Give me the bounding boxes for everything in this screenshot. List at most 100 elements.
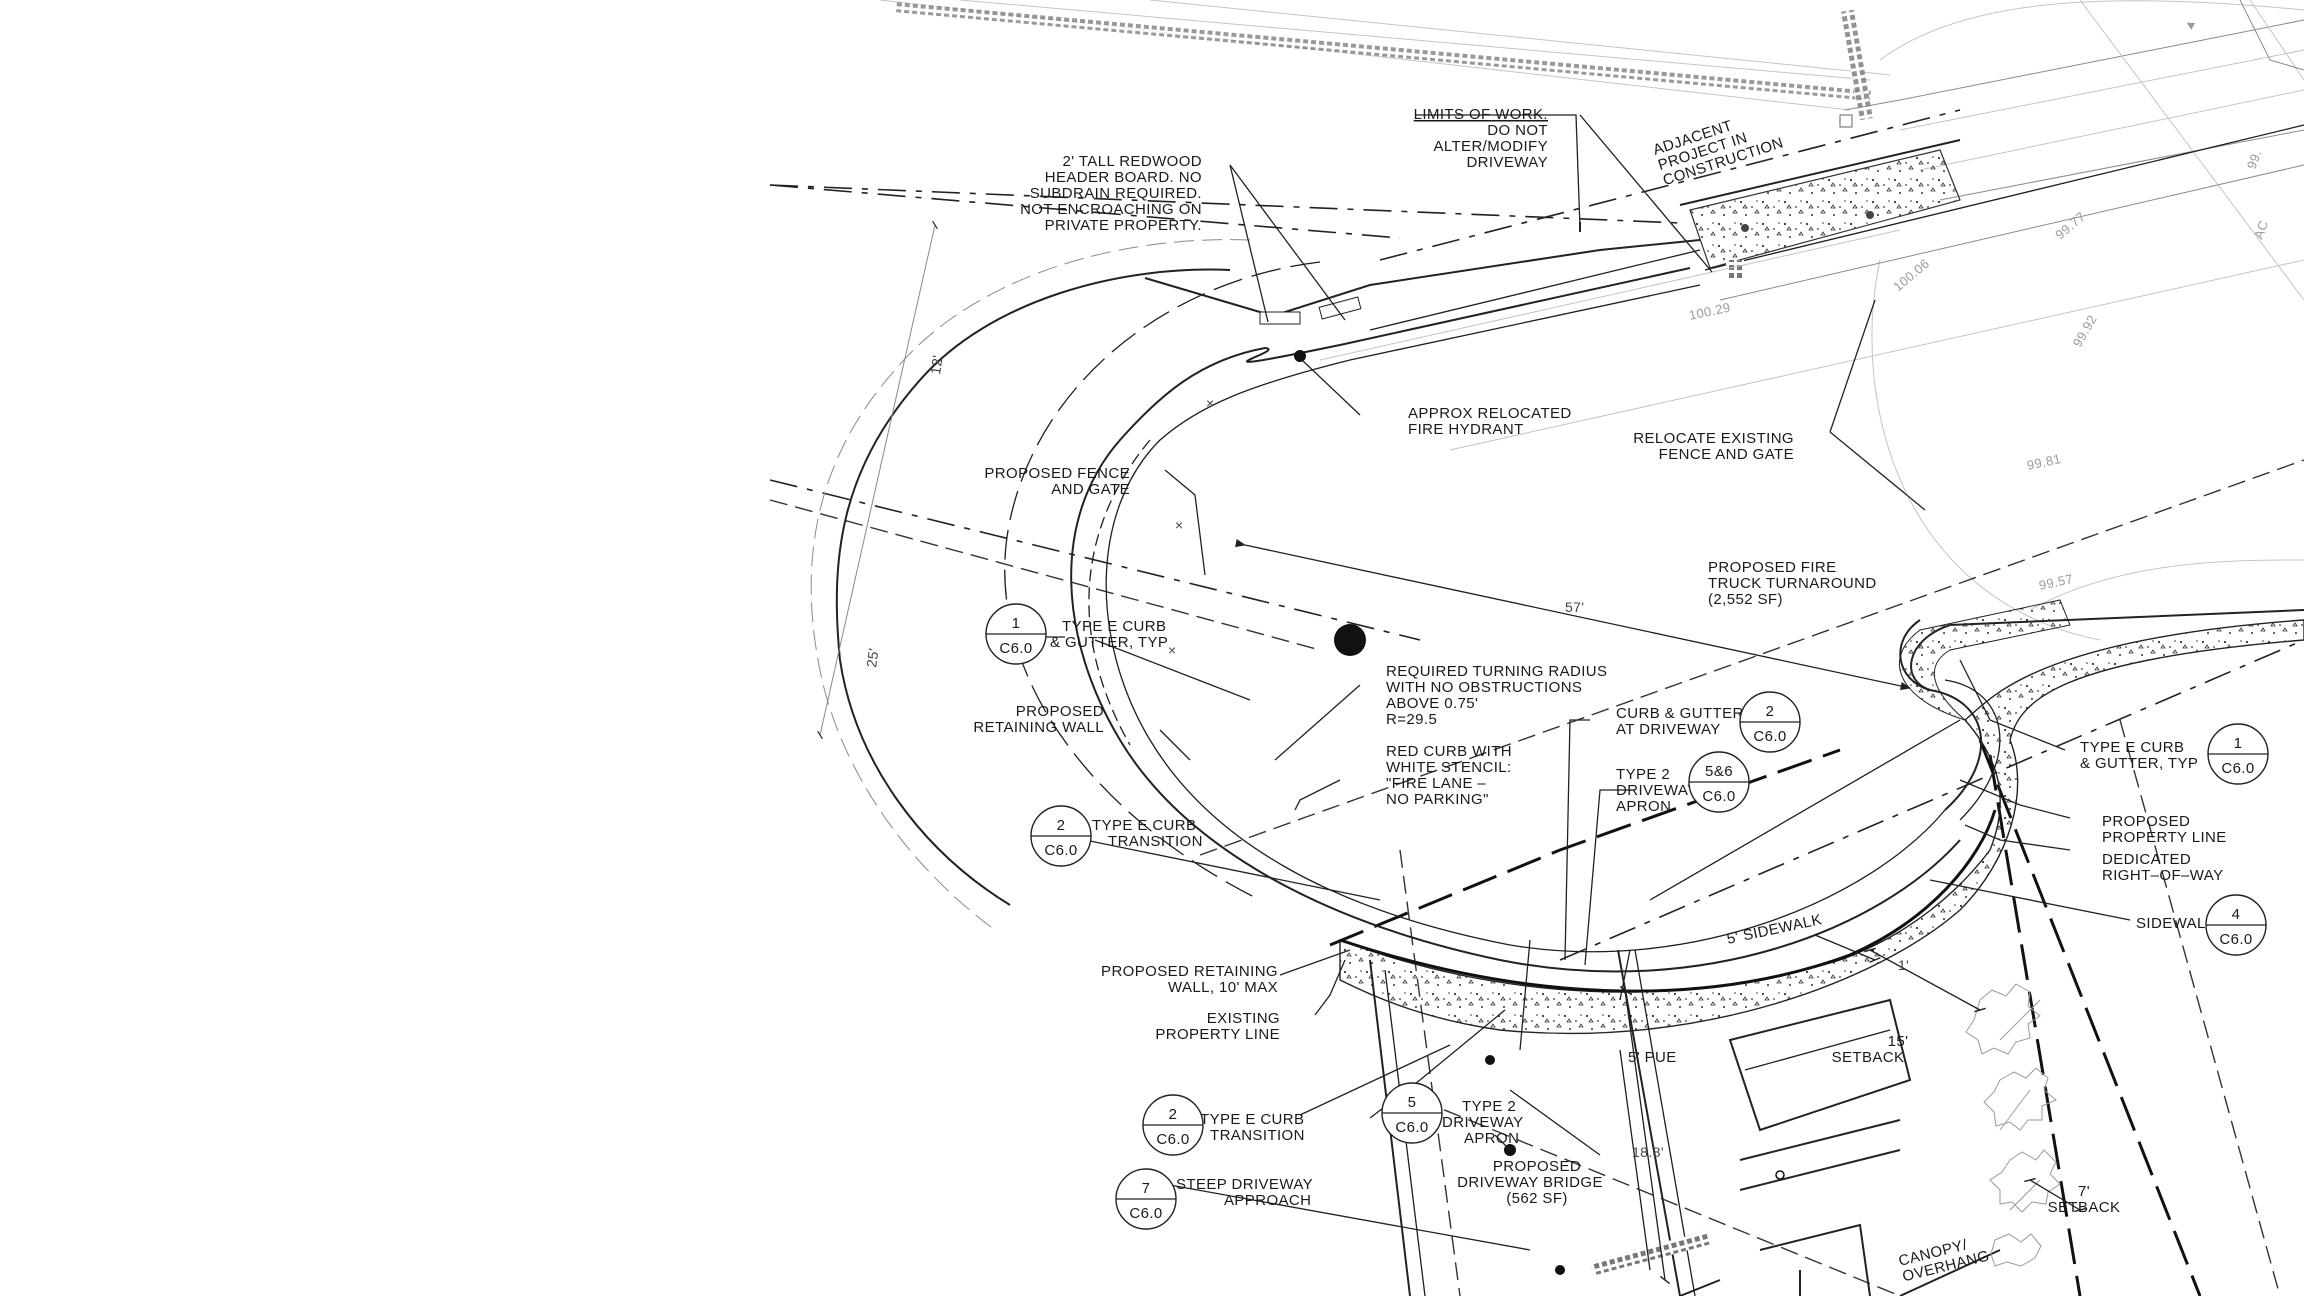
exist-line-1: EXISTING (1207, 1010, 1280, 1027)
detail-num: 1 (1012, 615, 1021, 632)
apron-top-line-1: TYPE 2 (1616, 766, 1670, 783)
obstruction-center-symbol (1334, 624, 1366, 656)
prop-line-line-1: PROPOSED (2102, 813, 2190, 830)
hydrant-line-2: FIRE HYDRANT (1408, 421, 1524, 438)
elevation-99-81: 99.81 (2026, 451, 2063, 473)
header-line-4: NOT ENCROACHING ON (1020, 201, 1202, 218)
svg-text:99.: 99. (2244, 148, 2265, 171)
wall-10-line-1: PROPOSED RETAINING (1101, 963, 1278, 980)
detail-sheet: C6.0 (1395, 1119, 1428, 1136)
detail-bubbles: 1 C6.0 2 C6.0 5&6 C6.0 2 C6.0 1 C6.0 (985, 603, 2269, 1230)
elevation-100-06: 100.06 (1890, 256, 1932, 295)
svg-text:ADJACENTPROJECT INCONSTRUCTION: ADJACENTPROJECT INCONSTRUCTION (1651, 104, 1786, 189)
detail-bubble-2-upper-transition: 2 C6.0 (1030, 805, 1092, 867)
detail-sheet: C6.0 (1753, 728, 1786, 745)
detail-bubble-1-right: 1 C6.0 (2207, 723, 2269, 785)
detail-sheet: C6.0 (1044, 842, 1077, 859)
setback-7-line-1: 7' (2078, 1183, 2090, 1200)
limits-line-3: ALTER/MODIFY (1433, 138, 1548, 155)
apron-top-line-3: APRON (1616, 798, 1671, 815)
steep-line-1: STEEP DRIVEWAY (1176, 1176, 1313, 1193)
dim-12: 12' (927, 354, 946, 375)
dim-25: 25' (863, 647, 882, 668)
existing-trees (1965, 983, 2061, 1267)
radius-line-4: R=29.5 (1386, 711, 1437, 728)
dim-1: 1' (1898, 957, 1909, 973)
curb-left-line-1: TYPE E CURB (1062, 618, 1166, 635)
spot-elevations: 100.29 100.06 99.92 99.81 99.57 99.77 (1688, 209, 2100, 593)
hydrant-line-1: APPROX RELOCATED (1408, 405, 1572, 422)
apron-top-line-2: DRIVEWAY (1616, 782, 1698, 799)
apron-bot-line-1: TYPE 2 (1462, 1098, 1516, 1115)
dim-57: 57' (1565, 599, 1584, 615)
detail-bubble-5-6: 5&6 C6.0 (1688, 751, 1750, 813)
fence-line-1: PROPOSED FENCE (984, 465, 1130, 482)
transition-low-line-2: TRANSITION (1210, 1127, 1305, 1144)
transition-low-line-1: TYPE E CURB (1200, 1111, 1304, 1128)
curb-left-line-2: & GUTTER, TYP (1050, 634, 1168, 651)
retaining-line-2: RETAINING WALL (973, 719, 1104, 736)
elevation-99-77: 99.77 (2052, 209, 2088, 243)
svg-text:×: × (1175, 517, 1184, 533)
bridge-line-3: (562 SF) (1506, 1190, 1568, 1207)
detail-num: 5&6 (1705, 763, 1733, 780)
turnaround-line-1: PROPOSED FIRE (1708, 559, 1837, 576)
detail-sheet: C6.0 (2221, 760, 2254, 777)
relocate-line-1: RELOCATE EXISTING (1633, 430, 1794, 447)
setback-7-line-2: SETBACK (2048, 1199, 2121, 1216)
detail-bubble-1-left: 1 C6.0 (985, 603, 1065, 665)
svg-text:15'SETBACK: 15'SETBACK (1832, 1033, 1909, 1066)
transition-up-line-1: TYPE E CURB (1092, 817, 1196, 834)
bridge-line-1: PROPOSED (1493, 1158, 1581, 1175)
radius-line-2: WITH NO OBSTRUCTIONS (1386, 679, 1582, 696)
setback-15-line-1: 15' (1888, 1033, 1909, 1050)
detail-num: 4 (2232, 906, 2241, 923)
retaining-line-1: PROPOSED (1016, 703, 1104, 720)
curb-driveway-line-2: AT DRIVEWAY (1616, 721, 1721, 738)
turnaround-line-2: TRUCK TURNAROUND (1708, 575, 1877, 592)
detail-sheet: C6.0 (999, 640, 1032, 657)
detail-num: 5 (1408, 1094, 1417, 1111)
detail-num: 2 (1057, 817, 1066, 834)
fire-hydrant-symbol (1294, 350, 1306, 362)
svg-text:▲: ▲ (2180, 14, 2200, 33)
adjacent-project-linework: ▲ AC 99. (879, 0, 2304, 641)
svg-text:TYPE E CURB& GUTTER, TYP: TYPE E CURB& GUTTER, TYP (1050, 618, 1168, 651)
detail-num: 1 (2234, 735, 2243, 752)
detail-bubble-4-sidewalk: 4 C6.0 (2205, 894, 2267, 956)
header-line-5: PRIVATE PROPERTY. (1045, 217, 1202, 234)
five-ft-sidewalk-label: 5' SIDEWALK (1725, 911, 1823, 948)
detail-bubble-2-lower-transition: 2 C6.0 (1142, 1094, 1204, 1156)
sidewalk-label: SIDEWALK (2136, 915, 2216, 932)
elevation-100-29: 100.29 (1688, 299, 1732, 322)
svg-text:×: × (1206, 395, 1215, 411)
detail-bubble-5-apron: 5 C6.0 (1381, 1082, 1443, 1144)
curb-right-line-2: & GUTTER, TYP (2080, 755, 2198, 772)
bridge-line-2: DRIVEWAY BRIDGE (1457, 1174, 1603, 1191)
detail-bubble-7-steep: 7 C6.0 (1115, 1168, 1177, 1230)
elevation-99-57: 99.57 (2038, 571, 2075, 593)
curb-right-line-1: TYPE E CURB (2080, 739, 2184, 756)
header-line-1: 2' TALL REDWOOD (1063, 153, 1202, 170)
